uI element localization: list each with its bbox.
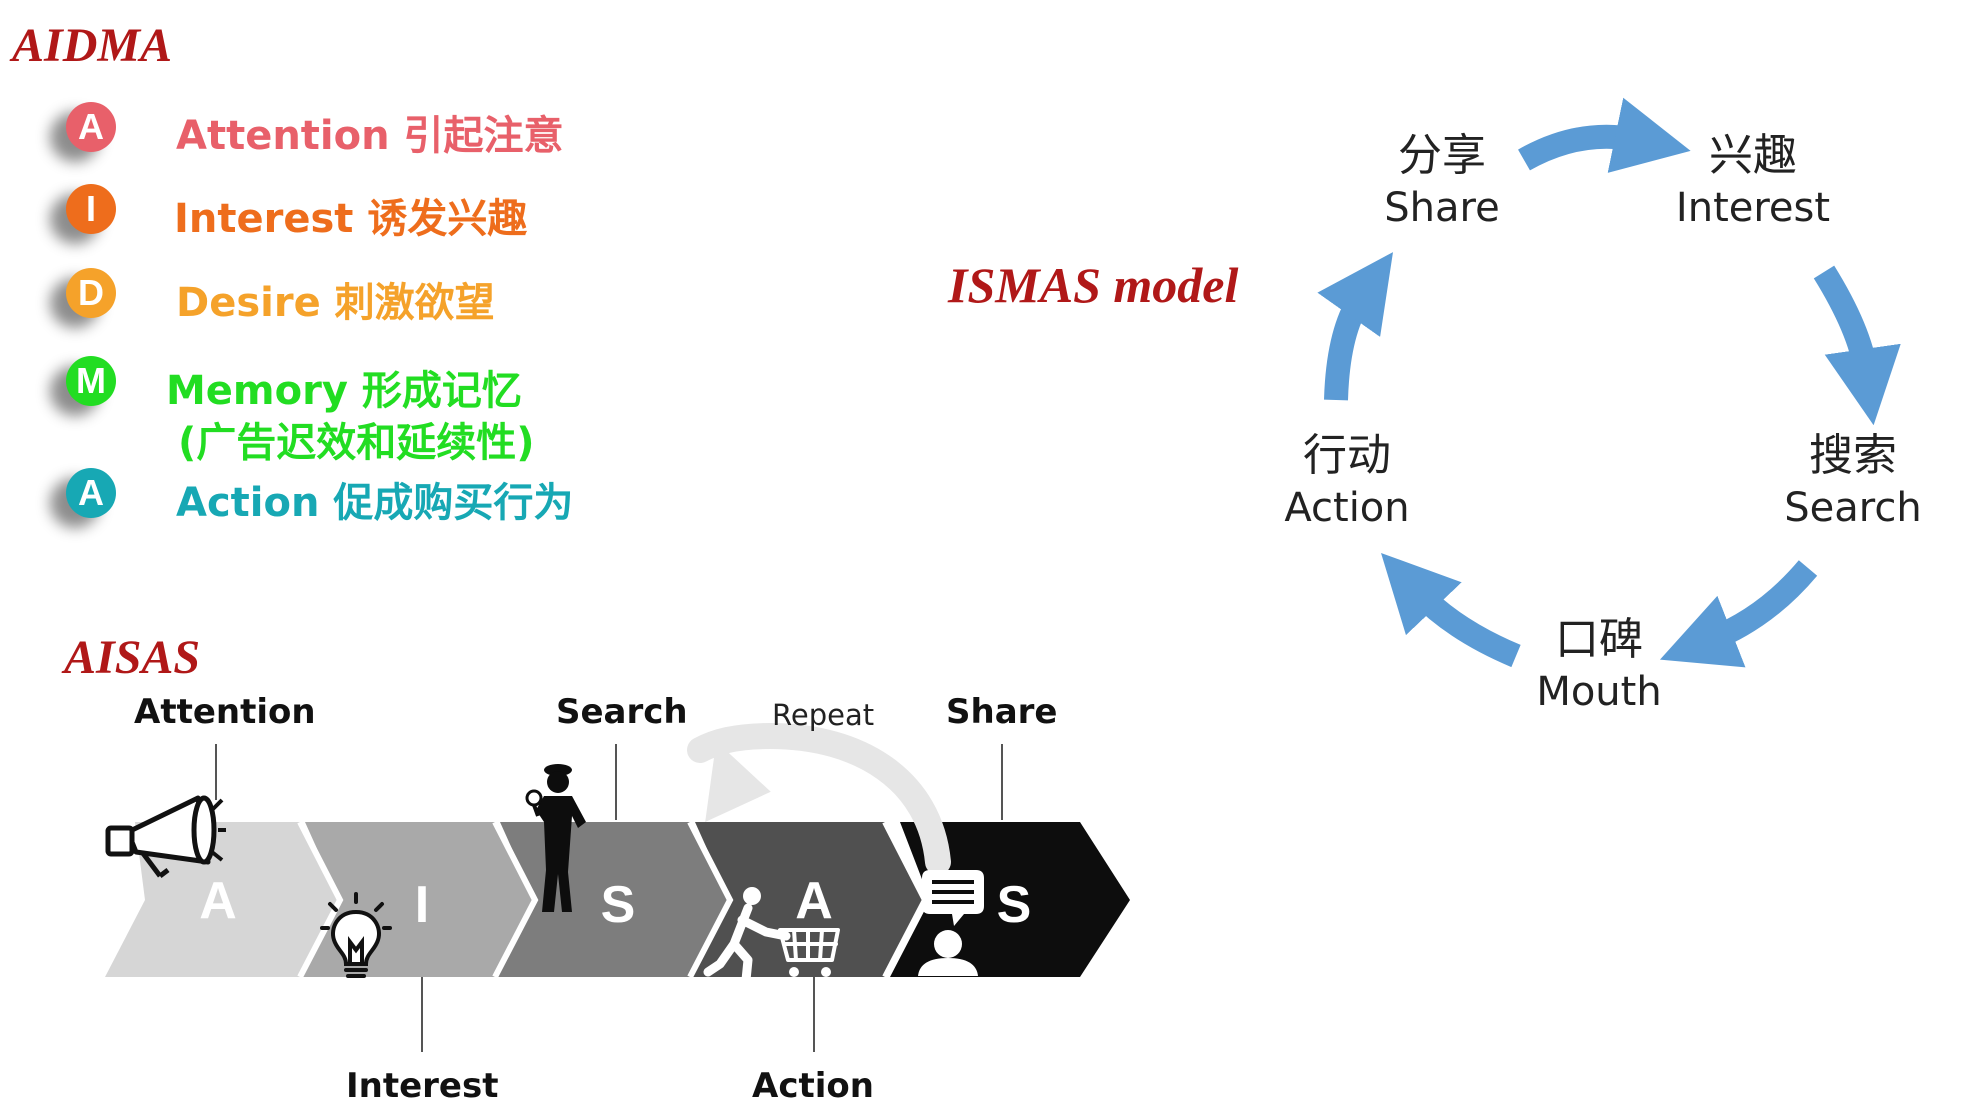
arrow-action-to-share xyxy=(1317,252,1393,401)
aidma-item-memory: M Memory 形成记忆 (广告迟效和延续性) xyxy=(40,356,620,466)
aisas-label-attention: Attention xyxy=(134,692,316,732)
ismas-node-interest-cn: 兴趣 xyxy=(1709,130,1797,181)
ismas-node-mouth-cn: 口碑 xyxy=(1555,614,1643,665)
repeat-arrow xyxy=(687,722,951,875)
aidma-text-interest: Interest 诱发兴趣 xyxy=(174,196,528,242)
aidma-badge-a2: A xyxy=(66,468,116,518)
detective-icon xyxy=(525,764,586,912)
aidma-item-desire: D Desire 刺激欲望 xyxy=(40,268,620,348)
ismas-node-search-en: Search xyxy=(1784,485,1922,531)
stage-letter-interest: I xyxy=(415,876,429,934)
aidma-badge-a: A xyxy=(66,102,116,152)
arrow-search-to-mouth xyxy=(1659,560,1818,668)
ismas-node-mouth-en: Mouth xyxy=(1536,669,1662,715)
stage-letter-search: S xyxy=(601,876,636,934)
chevron-attention xyxy=(105,822,340,977)
ismas-node-interest: 兴趣 Interest xyxy=(1668,130,1838,234)
aisas-label-interest: Interest xyxy=(346,1066,499,1106)
repeat-label: Repeat xyxy=(772,698,875,732)
arrow-mouth-to-action xyxy=(1381,552,1521,668)
aidma-text-action: Action 促成购买行为 xyxy=(176,480,574,526)
ismas-node-action-en: Action xyxy=(1284,485,1410,531)
ismas-node-action: 行动 Action xyxy=(1272,430,1422,534)
megaphone-icon xyxy=(105,795,226,878)
aisas-label-search: Search xyxy=(556,692,688,732)
aidma-text-memory-note: (广告迟效和延续性) xyxy=(178,420,535,466)
stage-letter-attention: A xyxy=(199,872,237,930)
ismas-node-share-cn: 分享 xyxy=(1398,130,1486,181)
ismas-title: ISMAS model xyxy=(948,257,1239,313)
aidma-title: AIDMA xyxy=(12,19,173,72)
aisas-label-action: Action xyxy=(752,1066,874,1106)
stage-letter-action: A xyxy=(795,872,833,930)
ismas-node-search: 搜索 Search xyxy=(1778,430,1928,534)
aisas-label-share: Share xyxy=(946,692,1058,732)
aidma-badge-d: D xyxy=(66,268,116,318)
arrow-interest-to-search xyxy=(1813,265,1901,426)
ismas-node-interest-en: Interest xyxy=(1675,185,1831,231)
aidma-item-action: A Action 促成购买行为 xyxy=(40,468,620,548)
aisas-title: AISAS xyxy=(64,631,201,684)
aidma-item-interest: I Interest 诱发兴趣 xyxy=(40,184,620,264)
aidma-item-attention: A Attention 引起注意 xyxy=(40,100,620,180)
chevron-action xyxy=(690,822,925,977)
ismas-node-share: 分享 Share xyxy=(1372,130,1512,234)
ismas-node-action-cn: 行动 xyxy=(1303,430,1391,481)
aidma-badge-i: I xyxy=(66,184,116,234)
chat-user-icon xyxy=(918,870,984,976)
shopper-icon xyxy=(703,887,840,985)
aidma-text-desire: Desire 刺激欲望 xyxy=(176,280,495,326)
stage-letter-share: S xyxy=(997,876,1032,934)
ismas-node-search-cn: 搜索 xyxy=(1809,430,1897,481)
aidma-badge-m: M xyxy=(66,356,116,406)
ismas-node-share-en: Share xyxy=(1384,185,1500,231)
arrow-share-to-interest xyxy=(1518,97,1691,173)
aidma-text-memory: Memory 形成记忆 xyxy=(166,368,522,414)
ismas-node-mouth: 口碑 Mouth xyxy=(1524,614,1674,718)
aidma-text-attention: Attention 引起注意 xyxy=(176,113,564,159)
lightbulb-icon xyxy=(320,892,392,978)
